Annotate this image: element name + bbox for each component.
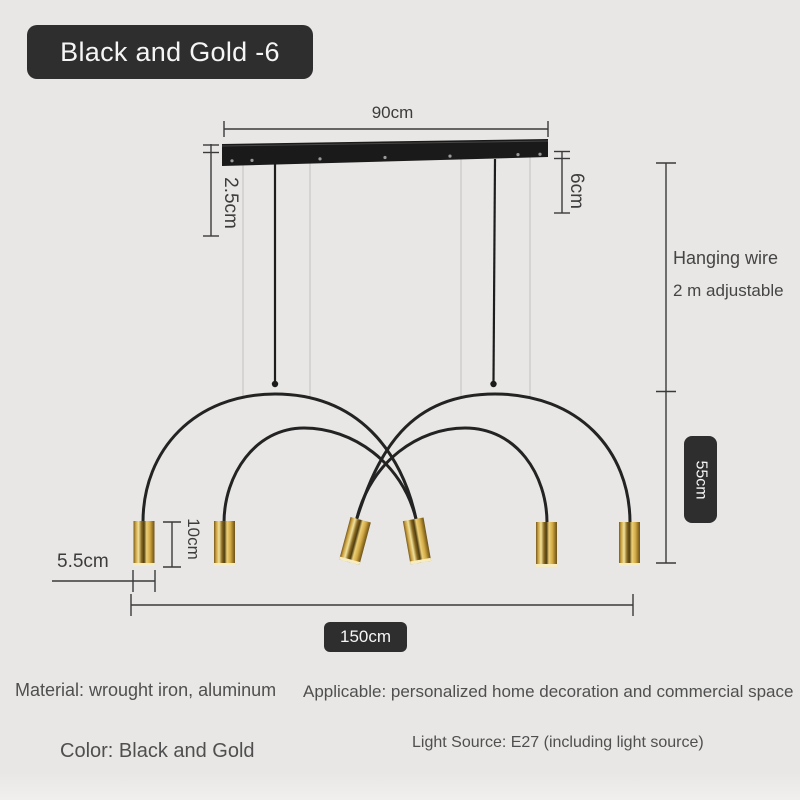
dimension-line-150cm — [130, 594, 634, 616]
lamp-head-6 — [619, 522, 640, 566]
dimension-badge-150cm: 150cm — [324, 622, 407, 652]
hanging-wire-label-line1: Hanging wire — [673, 248, 779, 268]
dimension-label-5-5cm: 5.5cm — [57, 551, 109, 572]
lamp-head-1 — [133, 521, 155, 566]
canopy-screws — [230, 152, 542, 163]
dimension-label-2-5cm: 2.5cm — [220, 177, 241, 229]
arc-right-small — [355, 426, 549, 525]
lamp-heads — [133, 517, 640, 567]
lamp-head-3 — [339, 517, 371, 565]
spec-applicable: Applicable: personalized home decoration… — [303, 682, 794, 701]
cord-connector-right — [490, 380, 497, 388]
arc-right-large — [355, 392, 632, 525]
dimension-line-6cm — [554, 150, 570, 214]
drop-cord-right — [492, 158, 497, 382]
dimension-label-10cm: 10cm — [184, 518, 203, 560]
dimension-badge-55cm: 55cm — [684, 436, 717, 523]
spec-light-source: Light Source: E27 (including light sourc… — [412, 734, 704, 751]
variant-badge: Black and Gold -6 — [27, 25, 313, 79]
dimension-badge-150cm-label: 150cm — [339, 627, 392, 646]
dimension-label-90cm: 90cm — [371, 103, 414, 122]
hanging-wire-label-line2: 2 m adjustable — [673, 281, 784, 300]
dimension-line-90cm — [223, 121, 549, 137]
variant-badge-label: Black and Gold -6 — [60, 36, 280, 67]
dimension-line-right-vertical — [656, 162, 676, 564]
cord-connector-left — [271, 380, 279, 388]
arc-left-small — [222, 426, 418, 525]
dimension-label-6cm: 6cm — [566, 173, 587, 209]
arc-arms — [141, 392, 632, 525]
hanging-wires — [242, 156, 531, 398]
dimension-lines — [52, 121, 676, 616]
lamp-head-5 — [536, 522, 557, 567]
lamp-head-2 — [214, 521, 235, 566]
dimension-badge-55cm-label: 55cm — [692, 459, 710, 500]
drop-cords — [273, 158, 497, 382]
dimension-line-10cm — [163, 521, 181, 568]
spec-material: Material: wrought iron, aluminum — [15, 680, 277, 700]
spec-color: Color: Black and Gold — [60, 740, 255, 762]
ceiling-canopy — [221, 139, 549, 166]
dimension-line-5-5cm — [52, 570, 156, 592]
dimension-line-2-5cm — [203, 144, 219, 237]
lamp-head-4 — [402, 517, 432, 565]
